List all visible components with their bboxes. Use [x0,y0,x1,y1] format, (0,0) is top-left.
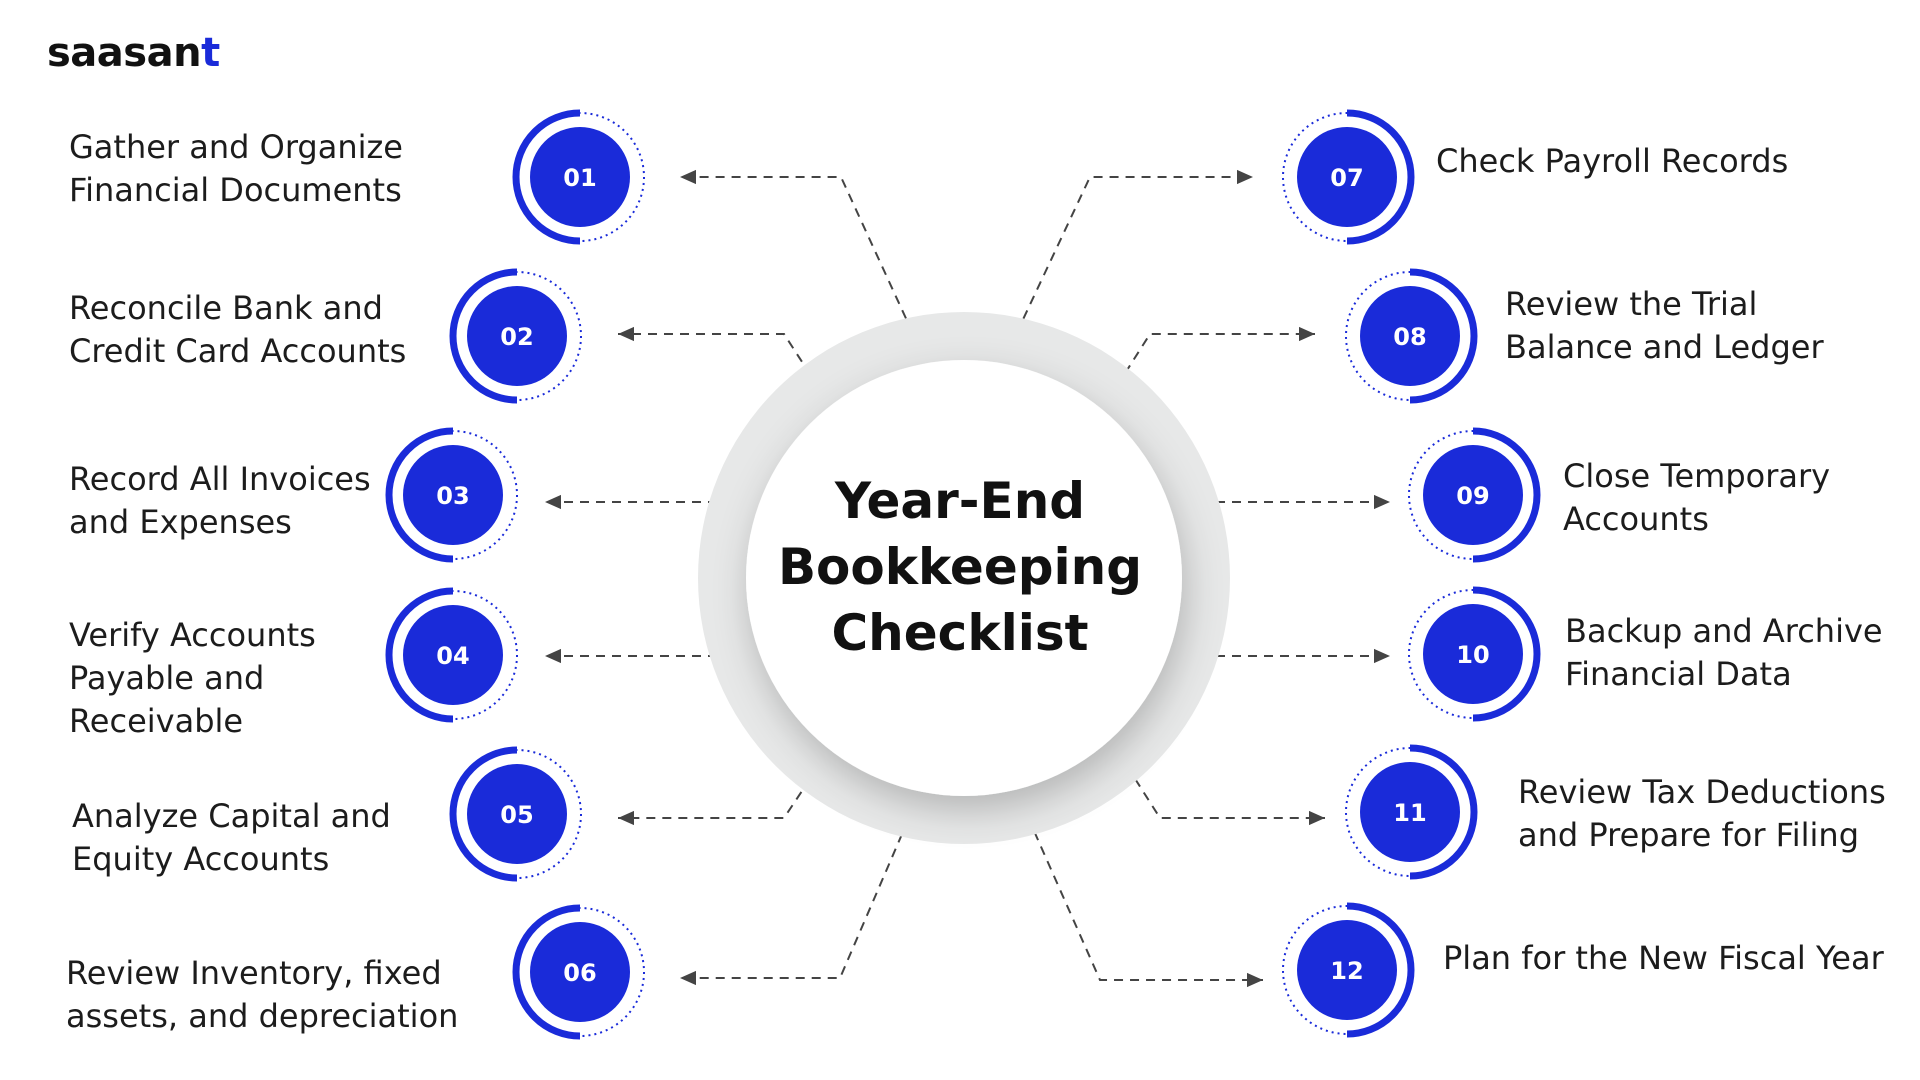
checklist-item-08: Review the Trial Balance and Ledger [1505,285,1824,366]
connector-arrow-07 [1002,169,1253,363]
badge-10: 10 [1408,586,1541,722]
badge-11: 11 [1345,744,1478,880]
badge-03: 03 [385,427,518,563]
badge-number: 10 [1456,641,1489,669]
number-badges: 01 02 03 04 05 06 07 08 09 10 11 12 [385,109,1541,1040]
badge-solid-arc [449,268,518,404]
badge-solid-arc [1472,427,1541,563]
hub-inner-circle [746,360,1182,796]
badge-disc [530,127,630,227]
title-line-3: Checklist [831,604,1089,662]
badge-number: 02 [500,323,533,351]
badge-disc [530,922,630,1022]
logo-accent-text: t [201,30,220,76]
badge-12: 12 [1282,902,1415,1038]
badge-disc [1297,920,1397,1020]
checklist-item-12: Plan for the New Fiscal Year [1443,939,1884,977]
badge-solid-arc [449,746,518,882]
badge-number: 09 [1456,482,1489,510]
connector-arrow-01 [680,169,927,363]
badge-disc [1423,604,1523,704]
checklist-item-10: Backup and Archive Financial Data [1565,612,1883,693]
connector-arrow-12 [1014,787,1263,988]
badge-05: 05 [449,746,582,882]
badge-06: 06 [512,904,645,1040]
checklist-item-11: Review Tax Deductions and Prepare for Fi… [1518,773,1886,854]
connector-arrow-02 [618,326,829,403]
badge-08: 08 [1345,268,1478,404]
connector-arrow-06 [680,789,922,986]
badge-solid-arc [512,109,581,245]
badge-number: 11 [1393,799,1426,827]
badge-solid-arc [1409,268,1478,404]
badge-solid-arc [1346,902,1415,1038]
badge-01: 01 [512,109,645,245]
badge-number: 06 [563,959,596,987]
badge-disc [1423,445,1523,545]
badge-number: 12 [1330,957,1363,985]
badge-disc [467,286,567,386]
badge-disc [1297,127,1397,227]
badge-number: 05 [500,801,533,829]
title-line-2: Bookkeeping [777,538,1143,596]
checklist-item-03: Record All Invoices and Expenses [69,460,371,541]
checklist-item-06: Review Inventory, fixed assets, and depr… [66,954,459,1035]
checklist-item-02: Reconcile Bank and Credit Card Accounts [69,289,407,370]
badge-solid-arc [385,587,454,723]
badge-09: 09 [1408,427,1541,563]
badge-number: 08 [1393,323,1426,351]
badge-solid-arc [1409,744,1478,880]
logo-main-text: saasan [47,30,202,76]
badge-solid-arc [1346,109,1415,245]
checklist-item-04: Verify Accounts Payable and Receivable [69,616,316,740]
title-line-1: Year-End [834,472,1086,530]
badge-07: 07 [1282,109,1415,245]
badge-04: 04 [385,587,518,723]
checklist-item-05: Analyze Capital and Equity Accounts [72,797,391,878]
badge-number: 01 [563,164,596,192]
badge-02: 02 [449,268,582,404]
badge-number: 04 [436,642,469,670]
badge-solid-arc [385,427,454,563]
badge-disc [1360,286,1460,386]
badge-solid-arc [512,904,581,1040]
badge-disc [1360,762,1460,862]
badge-disc [403,445,503,545]
badge-disc [467,764,567,864]
checklist-item-01: Gather and Organize Financial Documents [69,128,403,209]
saasant-logo[interactable]: saasant [47,26,220,80]
badge-solid-arc [1472,586,1541,722]
badge-number: 07 [1330,164,1363,192]
badge-disc [403,605,503,705]
checklist-item-07: Check Payroll Records [1436,142,1789,180]
diagram-title: Year-End Bookkeeping Checklist [760,468,1160,666]
badge-number: 03 [436,482,469,510]
checklist-item-09: Close Temporary Accounts [1563,457,1831,538]
